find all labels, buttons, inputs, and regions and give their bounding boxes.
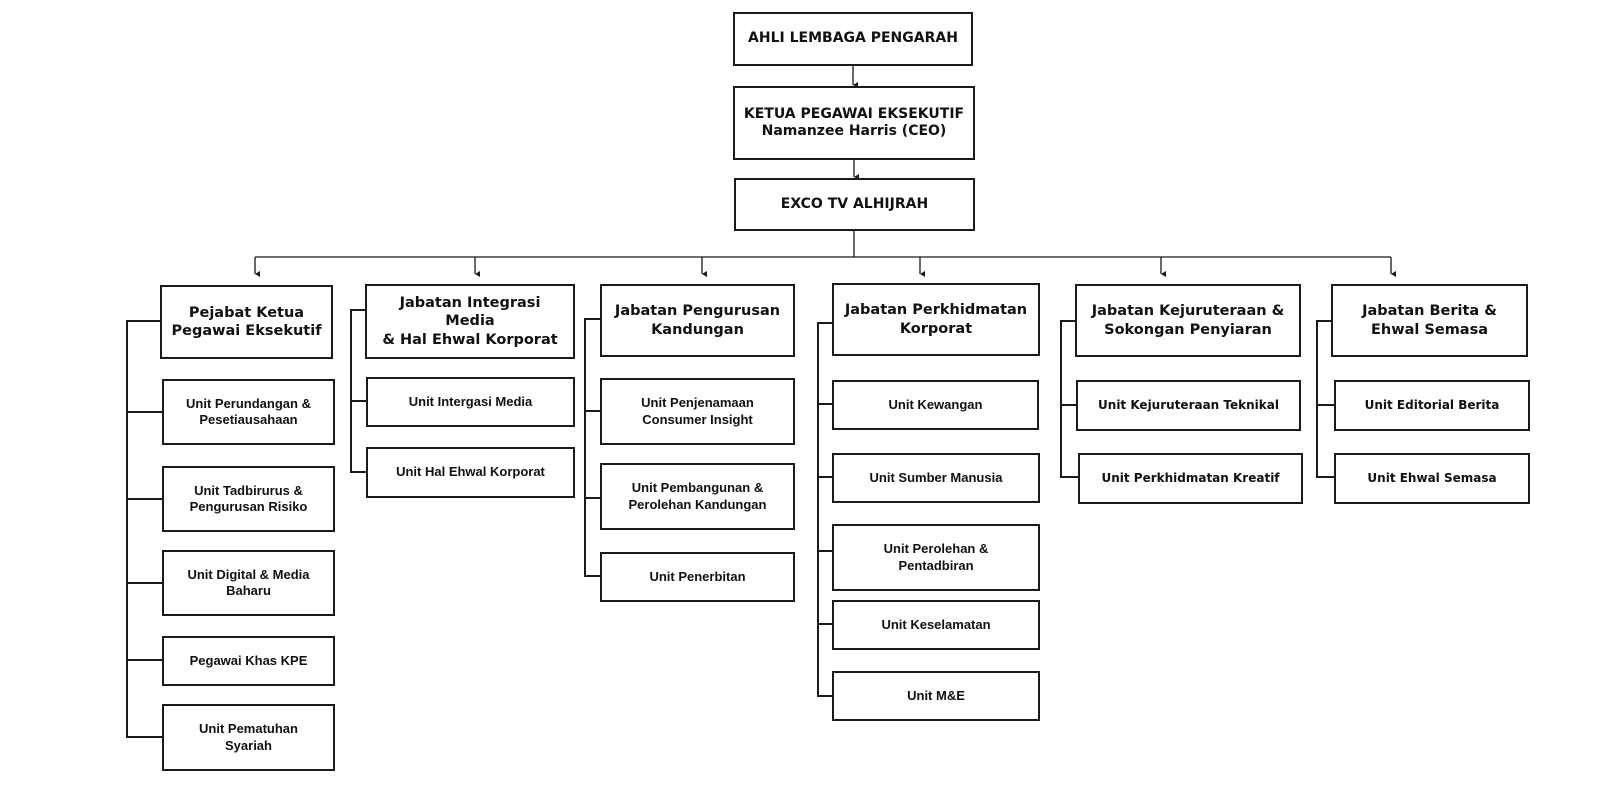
dept-kejuruteraan: Jabatan Kejuruteraan & Sokongan Penyiara… (1075, 284, 1301, 357)
unit-box: Unit Keselamatan (832, 600, 1040, 650)
ceo-name: Namanzee Harris (CEO) (761, 123, 947, 139)
unit-box: Unit Pembangunan & Perolehan Kandungan (600, 463, 795, 530)
unit-label: Unit Pembangunan & Perolehan Kandungan (628, 480, 767, 512)
unit-label: Pegawai Khas KPE (189, 652, 308, 668)
ceo-box: KETUA PEGAWAI EKSEKUTIF Namanzee Harris … (733, 86, 975, 160)
unit-box: Unit Kejuruteraan Teknikal (1076, 380, 1301, 431)
unit-label: Unit Penjenamaan Consumer Insight (641, 395, 754, 427)
unit-box: Unit Intergasi Media (366, 377, 575, 427)
dept-pejabat-ketua: Pejabat Ketua Pegawai Eksekutif (160, 285, 333, 359)
exco-label: EXCO TV ALHIJRAH (780, 195, 929, 212)
dept-integrasi-media: Jabatan Integrasi Media & Hal Ehwal Korp… (365, 284, 575, 359)
unit-box: Unit Ehwal Semasa (1334, 453, 1530, 504)
unit-label: Unit Editorial Berita (1364, 398, 1500, 412)
unit-box: Unit Kewangan (832, 380, 1039, 430)
unit-box: Unit Penjenamaan Consumer Insight (600, 378, 795, 445)
bracket-dept-4 (817, 322, 832, 697)
unit-box: Unit Perkhidmatan Kreatif (1078, 453, 1303, 504)
unit-box: Unit Perolehan & Pentadbiran (832, 524, 1040, 591)
unit-box: Unit Penerbitan (600, 552, 795, 602)
bracket-dept-6 (1316, 320, 1334, 478)
unit-label: Unit M&E (907, 687, 965, 703)
unit-label: Unit Penerbitan (649, 568, 746, 584)
dept-pengurusan-kandungan: Jabatan Pengurusan Kandungan (600, 284, 795, 357)
unit-label: Unit Intergasi Media (408, 393, 533, 409)
dept-title: Jabatan Integrasi Media & Hal Ehwal Korp… (382, 295, 558, 348)
dept-title: Jabatan Kejuruteraan & Sokongan Penyiara… (1091, 303, 1285, 338)
exco-box: EXCO TV ALHIJRAH (734, 178, 975, 231)
bracket-dept-3 (584, 318, 600, 577)
unit-label: Unit Pematuhan Syariah (199, 721, 298, 753)
unit-box: Unit Tadbirurus & Pengurusan Risiko (162, 466, 335, 532)
board-box: AHLI LEMBAGA PENGARAH (733, 12, 973, 66)
unit-box: Unit Digital & Media Baharu (162, 550, 335, 616)
board-label: AHLI LEMBAGA PENGARAH (748, 30, 958, 47)
unit-box: Unit Perundangan & Pesetiausahaan (162, 379, 335, 445)
unit-label: Unit Digital & Media Baharu (187, 566, 310, 598)
unit-label: Unit Perkhidmatan Kreatif (1101, 471, 1280, 485)
unit-label: Unit Tadbirurus & Pengurusan Risiko (189, 482, 308, 514)
dept-title: Jabatan Perkhidmatan Korporat (844, 302, 1028, 337)
unit-label: Unit Kejuruteraan Teknikal (1098, 398, 1279, 412)
bracket-dept-1 (126, 320, 162, 738)
dept-title: Pejabat Ketua Pegawai Eksekutif (171, 304, 322, 339)
unit-box: Unit M&E (832, 671, 1040, 721)
dept-berita: Jabatan Berita & Ehwal Semasa (1331, 284, 1528, 357)
unit-label: Unit Perundangan & Pesetiausahaan (186, 395, 311, 427)
unit-box: Unit Editorial Berita (1334, 380, 1530, 431)
unit-label: Unit Kewangan (888, 396, 983, 412)
unit-label: Unit Perolehan & Pentadbiran (883, 541, 989, 573)
ceo-title: KETUA PEGAWAI EKSEKUTIF (743, 105, 965, 122)
dept-perkhidmatan-korporat: Jabatan Perkhidmatan Korporat (832, 283, 1040, 356)
unit-label: Unit Hal Ehwal Korporat (396, 464, 545, 480)
unit-label: Unit Sumber Manusia (869, 469, 1003, 485)
bracket-dept-5 (1060, 320, 1078, 478)
unit-box: Unit Pematuhan Syariah (162, 704, 335, 771)
unit-label: Unit Keselamatan (881, 616, 991, 632)
unit-box: Pegawai Khas KPE (162, 636, 335, 686)
dept-title: Jabatan Pengurusan Kandungan (614, 303, 781, 338)
bracket-dept-2 (350, 309, 366, 473)
unit-box: Unit Sumber Manusia (832, 453, 1040, 503)
unit-box: Unit Hal Ehwal Korporat (366, 447, 575, 498)
dept-title: Jabatan Berita & Ehwal Semasa (1362, 303, 1497, 338)
unit-label: Unit Ehwal Semasa (1367, 471, 1497, 485)
